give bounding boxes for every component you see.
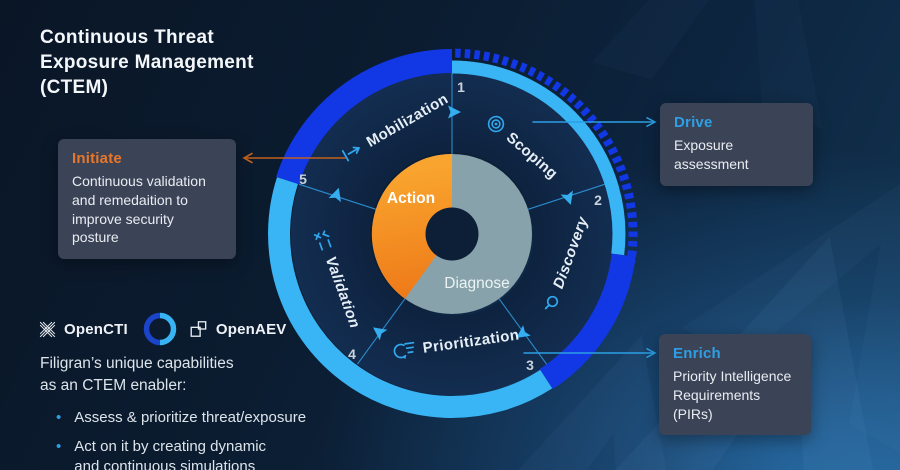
enrich-callout: Enrich Priority Intelligence Requirement… (659, 334, 811, 436)
segment-numbers: 1 2 3 4 5 (299, 79, 602, 373)
action-donut-arc (371, 153, 454, 299)
launch-arrow-icon (341, 146, 360, 162)
ring-arc-blue-right (539, 253, 636, 390)
enrich-title: Enrich (673, 345, 721, 362)
segment-number-2: 2 (594, 192, 602, 208)
bullet-text: Assess & prioritize threat/exposure (74, 409, 307, 426)
bullseye-icon (487, 115, 505, 133)
openaev-logo-icon (190, 321, 207, 337)
connector-enrich (523, 348, 657, 358)
magnifier-icon (544, 295, 559, 310)
enrich-body: Priority Intelligence Requirements (PIRs… (673, 368, 792, 422)
opencti-logo-icon (39, 321, 56, 337)
segment-number-3: 3 (526, 357, 534, 373)
capabilities-heading: Filigran’s unique capabilities as an CTE… (40, 355, 234, 394)
filigran-ring-icon (143, 312, 177, 346)
ring-arc-cyan-dashed-base (451, 60, 626, 256)
connector-drive (532, 117, 657, 127)
ring-arc-tick-dashes (455, 48, 638, 263)
initiate-callout: Initiate Continuous validation and remed… (58, 139, 236, 259)
page-title: Continuous Threat Exposure Management (C… (40, 26, 254, 98)
bullet-icon: • (56, 437, 62, 455)
priority-loop-icon (393, 341, 415, 360)
segment-number-1: 1 (457, 79, 465, 95)
drive-callout: Drive Exposure assessment (660, 103, 813, 186)
checklist-icon (313, 230, 332, 251)
segment-number-4: 4 (348, 346, 356, 362)
outer-progress-ring (268, 48, 638, 418)
ring-arc-cyan-bottom (268, 177, 553, 418)
initiate-body: Continuous validation and remedaition to… (72, 173, 206, 246)
bullet-icon: • (56, 409, 62, 426)
list-item: • Assess & prioritize threat/exposure (56, 408, 306, 429)
opencti-label: OpenCTI (64, 320, 128, 338)
diagnose-label: Diagnose (444, 275, 510, 292)
openaev-label: OpenAEV (215, 320, 287, 338)
product-logos: OpenCTI OpenAEV (38, 310, 286, 348)
segment-number-5: 5 (299, 171, 307, 187)
capabilities-section: Filigran’s unique capabilities as an CTE… (40, 353, 306, 470)
ring-arc-blue-topleft (276, 49, 453, 185)
drive-body: Exposure assessment (674, 137, 749, 172)
action-label: Action (387, 190, 435, 207)
initiate-title: Initiate (72, 150, 122, 167)
bullet-text: Act on it by creating dynamic and contin… (74, 437, 267, 470)
wheel-center-hole (425, 207, 479, 261)
drive-title: Drive (674, 114, 713, 131)
connector-initiate (242, 152, 346, 164)
list-item: • Act on it by creating dynamic and cont… (56, 437, 306, 470)
